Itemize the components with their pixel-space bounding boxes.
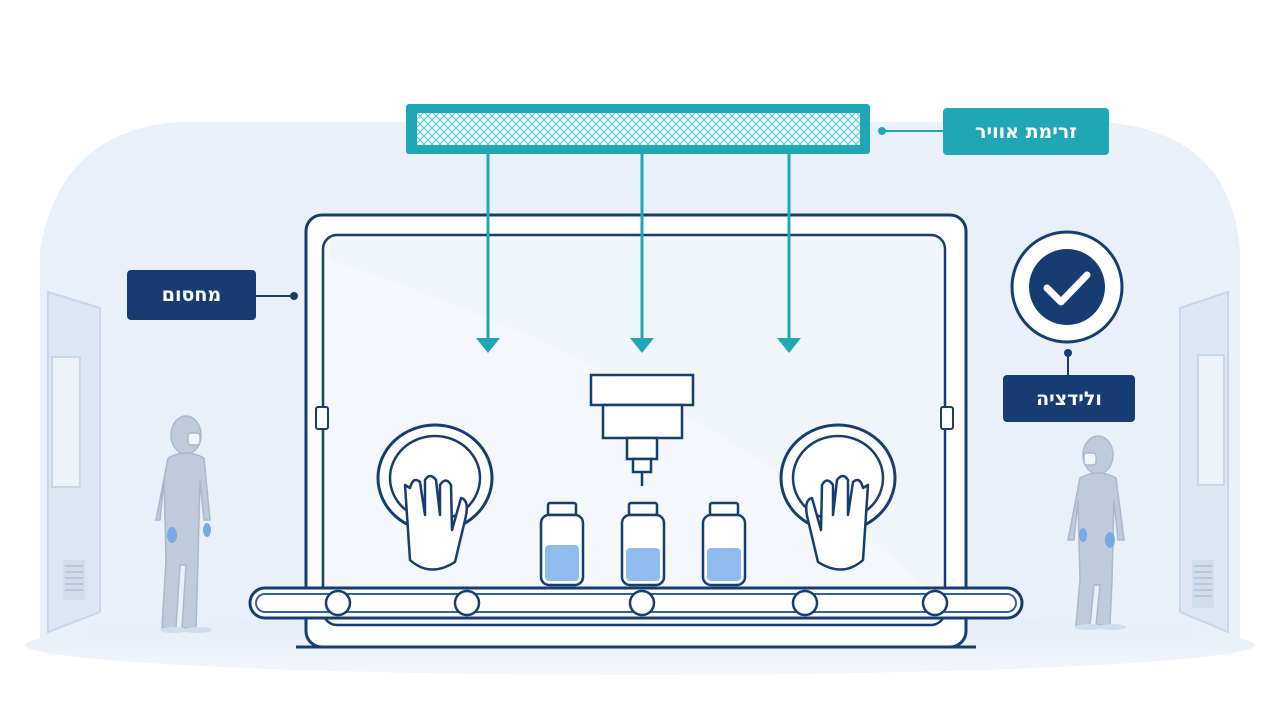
conveyor-belt <box>248 586 1024 620</box>
filling-nozzle <box>589 373 695 486</box>
airflow-connector <box>878 127 943 135</box>
check-circle-icon <box>1010 230 1124 344</box>
right-door <box>1179 290 1229 634</box>
glove-port-left <box>376 423 494 571</box>
vial-center <box>620 501 666 587</box>
validation-label: ולידציה <box>1003 375 1135 422</box>
operator-figure-left <box>155 415 212 633</box>
operator-figure-right <box>1067 435 1126 630</box>
down-arrow-icon <box>630 338 654 353</box>
vial-right <box>701 501 747 587</box>
airflow-arrows <box>476 154 801 353</box>
validation-connector <box>1064 349 1072 375</box>
hepa-filter <box>406 104 870 154</box>
vial-left <box>539 501 585 587</box>
left-door <box>47 290 101 634</box>
down-arrow-icon <box>777 338 801 353</box>
barrier-label: מחסום <box>127 270 256 320</box>
barrier-connector <box>256 292 298 300</box>
glove-port-right <box>779 423 897 571</box>
airflow-label: זרימת אוויר <box>943 108 1109 155</box>
down-arrow-icon <box>476 338 500 353</box>
